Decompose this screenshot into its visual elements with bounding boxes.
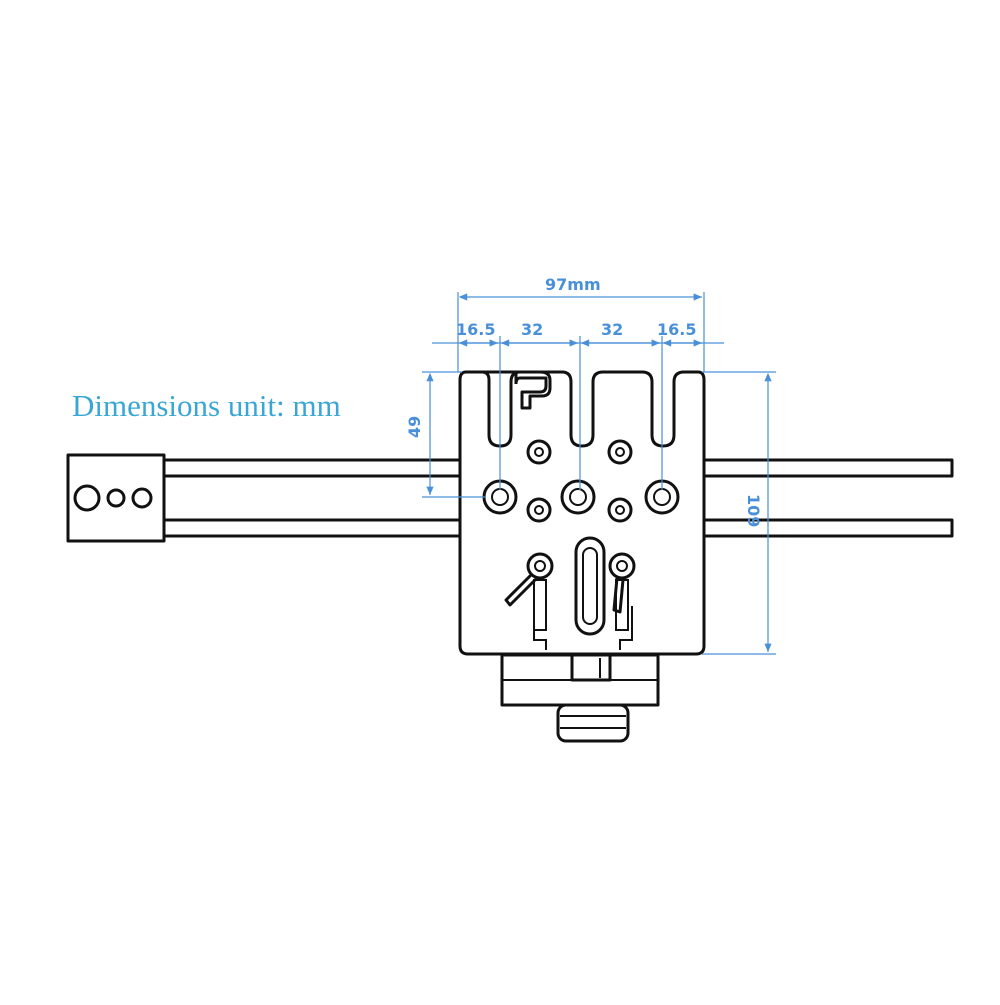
spacing-right-label: 16.5 — [657, 320, 696, 339]
quick-release-base — [500, 653, 660, 743]
dimensions-unit-note: Dimensions unit: mm — [72, 388, 341, 423]
locking-levers — [504, 552, 636, 631]
total-width-label: 97mm — [545, 275, 601, 294]
rail-end-block — [66, 453, 166, 543]
dimension-lines — [422, 292, 776, 655]
knob — [556, 703, 630, 743]
plate-height-label: 109 — [744, 494, 763, 527]
spacing-left-label: 16.5 — [456, 320, 495, 339]
center-slot — [574, 536, 606, 636]
spacing-mid-right-label: 32 — [601, 320, 623, 339]
spacing-mid-left-label: 32 — [521, 320, 543, 339]
slot-depth-label: 49 — [405, 416, 424, 438]
